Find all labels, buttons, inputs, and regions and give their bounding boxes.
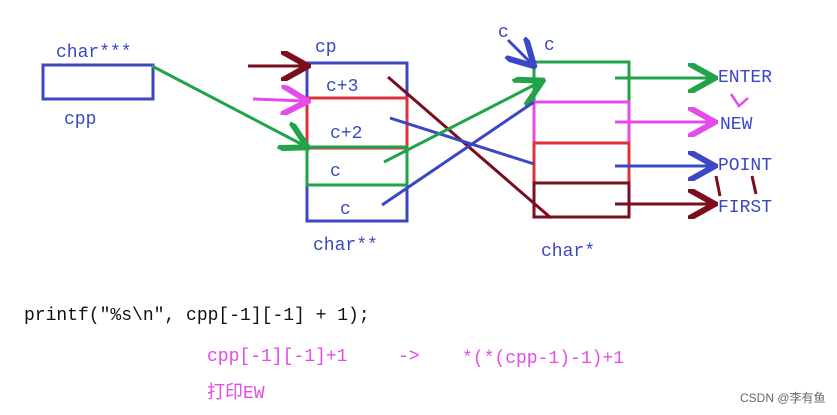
expr-right: *(*(cpp-1)-1)+1 [462,349,624,369]
watermark: CSDN @李有鱼 [740,390,826,405]
expr-arrow: -> [398,347,420,367]
ew-caret-mark [729,93,749,108]
cp-cell-0: c+3 [326,77,358,97]
c-cell-1 [532,100,631,145]
cpp-type-label: char*** [56,43,132,63]
cpp-pink-arrow [252,99,305,101]
cp-cell-2: c [330,162,341,182]
first-tick-mark-right [750,175,758,195]
string-new: NEW [720,115,753,135]
c-cell-0 [532,60,631,104]
c-type-label: char* [541,242,595,262]
cpp-name-label: cpp [64,110,96,130]
first-tick-mark-left [714,175,722,197]
cp-c2-arrow [389,116,535,166]
cp-cell-1: c+2 [330,124,362,144]
printf-line: printf("%s\n", cpp[-1][-1] + 1); [24,306,370,326]
expr-left: cpp[-1][-1]+1 [207,347,347,367]
cp-c-blue-arrow [381,100,535,207]
c-label-1: c [498,23,509,43]
c-label-arrow [508,40,532,64]
c-cell-3 [532,181,631,219]
cp-c-green-arrow [383,82,540,164]
cp-cell-3: c [340,200,351,220]
c-cell-2 [532,141,631,185]
string-point: POINT [718,156,772,176]
cpp-box [41,63,155,101]
string-first: FIRST [718,198,772,218]
cp-cell-c-outline [305,145,409,187]
cp-type-label: char** [313,236,378,256]
c-label-2: c [544,36,555,56]
string-enter: ENTER [718,68,772,88]
cp-name-label: cp [315,38,337,58]
result-text: 打印EW [207,382,265,404]
cpp-to-cp-arrow [151,64,305,146]
